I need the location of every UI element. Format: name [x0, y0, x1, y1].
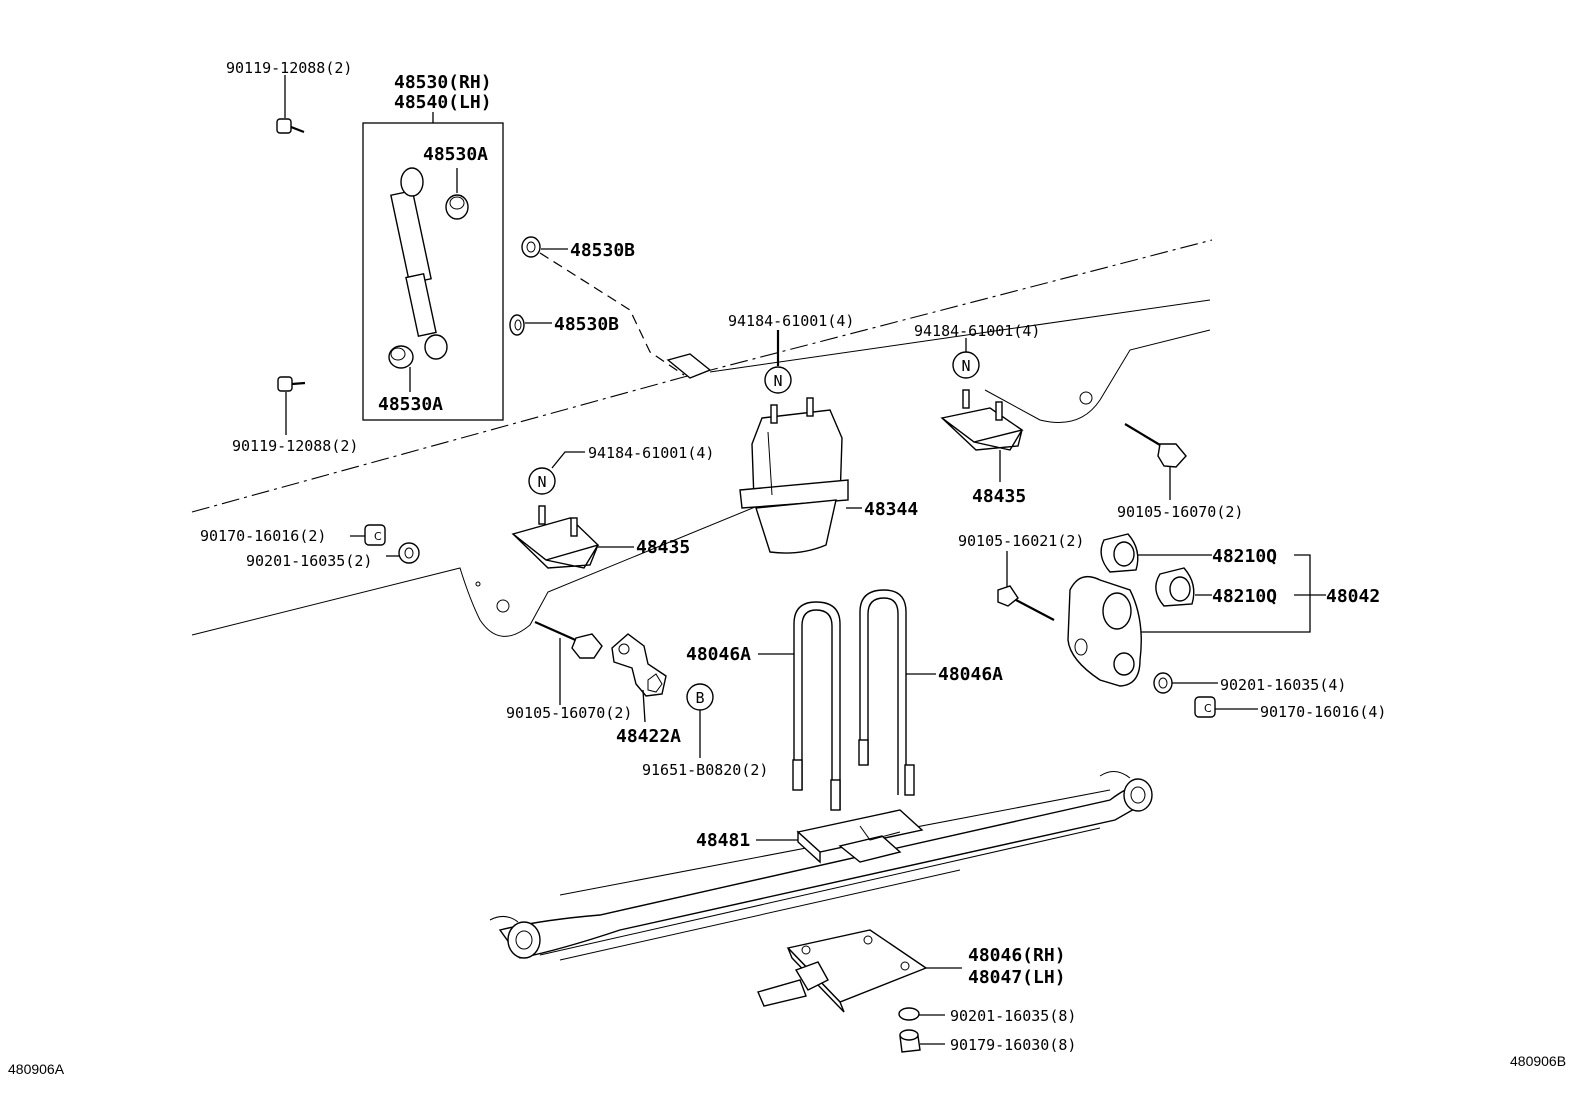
bracket-48042: [1138, 554, 1311, 633]
label-90179: 90179-16030(8): [950, 1036, 1076, 1054]
shock-absorber: [390, 167, 448, 360]
svg-text:N: N: [537, 473, 546, 491]
bolt-90105-16021: [997, 551, 1055, 621]
label-90201-right: 90201-16035(4): [1220, 676, 1346, 694]
bumper-48344: [739, 397, 862, 554]
label-90201-left: 90201-16035(2): [246, 552, 372, 570]
corner-label-left: 480906A: [8, 1061, 65, 1077]
washer-90201-bottom: [898, 1007, 945, 1021]
svg-text:C: C: [1204, 702, 1212, 715]
label-48530b-2: 48530B: [554, 314, 619, 335]
nut-90170-left: C: [350, 524, 386, 546]
label-90119-top: 90119-12088(2): [226, 59, 352, 77]
label-48046-rh: 48046(RH): [968, 945, 1066, 966]
label-48344: 48344: [864, 499, 918, 520]
label-48210q-2: 48210Q: [1212, 586, 1277, 607]
svg-text:B: B: [695, 689, 704, 707]
washer-90201-left: [386, 542, 420, 564]
label-90119-bottom: 90119-12088(2): [232, 437, 358, 455]
washer-48530b-2: [509, 314, 552, 336]
bolt-90105-16070-right: [1124, 423, 1187, 500]
bumper-48435-right: [940, 389, 1024, 482]
label-48540-lh: 48540(LH): [394, 92, 492, 113]
shock-absorber-group: [362, 112, 504, 421]
bushing-48210q-2: [1155, 567, 1212, 607]
label-48435-left: 48435: [636, 537, 690, 558]
label-48046a-left: 48046A: [686, 644, 751, 665]
label-90170-right: 90170-16016(4): [1260, 703, 1386, 721]
bolt-90119-bottom: [277, 376, 306, 435]
label-90105-16021: 90105-16021(2): [958, 532, 1084, 550]
bolt-90105-16070-left: [534, 620, 603, 705]
u-bolt-48046a-left: [758, 601, 841, 811]
label-94184-mid: 94184-61001(4): [728, 312, 854, 330]
label-48042: 48042: [1326, 586, 1380, 607]
label-48435-right: 48435: [972, 486, 1026, 507]
label-48047-lh: 48047(LH): [968, 967, 1066, 988]
washer-90201-right: [1153, 672, 1218, 694]
label-48210q-1: 48210Q: [1212, 546, 1277, 567]
nut-90170-right: C: [1194, 696, 1258, 718]
spring-plate-48046: [757, 929, 962, 1013]
washer-48530b-1: [521, 236, 568, 258]
label-90105-16070-right: 90105-16070(2): [1117, 503, 1243, 521]
label-48530-rh: 48530(RH): [394, 72, 492, 93]
label-90201-bottom: 90201-16035(8): [950, 1007, 1076, 1025]
callout-n-left: N: [528, 467, 556, 495]
shackle-48042: [1067, 576, 1142, 687]
plate-48422a: [611, 633, 667, 723]
label-48046a-right: 48046A: [938, 664, 1003, 685]
label-94184-right: 94184-61001(4): [914, 322, 1040, 340]
label-48530a-bottom: 48530A: [378, 394, 443, 415]
label-90105-16070-left: 90105-16070(2): [506, 704, 632, 722]
label-48481: 48481: [696, 830, 750, 851]
corner-label-right: 480906B: [1510, 1053, 1566, 1069]
label-94184-left: 94184-61001(4): [588, 444, 714, 462]
callout-b: B: [686, 683, 714, 758]
label-90170-left: 90170-16016(2): [200, 527, 326, 545]
bushing-48530a-bottom: [388, 345, 414, 369]
bumper-48435-left: [511, 505, 634, 569]
nut-90179: [899, 1029, 945, 1053]
svg-text:N: N: [961, 357, 970, 375]
svg-text:N: N: [773, 372, 782, 390]
u-bolt-48046a-right: [858, 589, 936, 796]
spring-seat-48481: [756, 809, 924, 864]
label-48530a-top: 48530A: [423, 144, 488, 165]
bushing-48210q-1: [1100, 533, 1212, 573]
svg-text:C: C: [374, 530, 382, 543]
label-48422a: 48422A: [616, 726, 681, 747]
callout-n-mid: N: [764, 366, 792, 394]
label-91651: 91651-B0820(2): [642, 761, 768, 779]
label-48530b-1: 48530B: [570, 240, 635, 261]
callout-n-right: N: [952, 351, 980, 379]
frame-outline: [191, 239, 1213, 637]
bolt-90119-top: [276, 75, 305, 134]
bushing-48530a-top: [445, 194, 469, 220]
leader-94184-left: [551, 451, 585, 469]
